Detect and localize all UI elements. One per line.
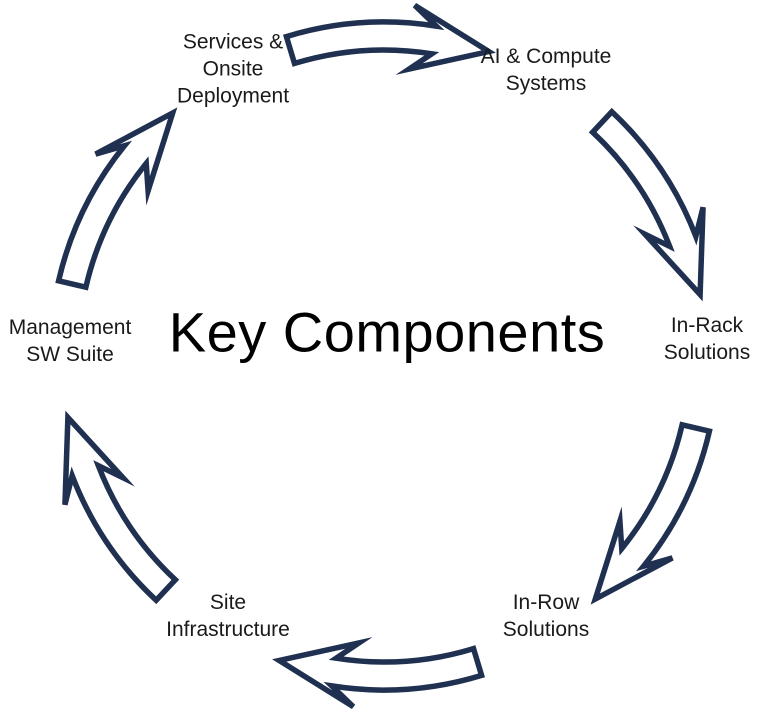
- arrow-in-rack-to-in-row: [580, 415, 736, 622]
- node-label-ai-compute-systems: AI & Compute Systems: [480, 45, 612, 95]
- node-label-in-row-solutions: In-Row Solutions: [502, 591, 590, 641]
- arrow-management-to-services: [31, 90, 187, 297]
- arrow-ai-compute-to-in-rack: [584, 96, 740, 303]
- node-label-services-onsite-deployment: Services & Onsite Deployment: [176, 30, 290, 108]
- arrow-site-infrastructure-to-management: [28, 409, 184, 616]
- arrow-in-row-to-site-infrastructure: [279, 643, 481, 707]
- node-label-in-rack-solutions: In-Rack Solutions: [663, 314, 751, 364]
- arrow-services-to-ai-compute: [286, 5, 488, 69]
- diagram-title: Key Components: [168, 300, 606, 364]
- node-label-site-infrastructure: Site Infrastructure: [166, 591, 290, 641]
- node-label-management-sw-suite: Management SW Suite: [8, 316, 132, 366]
